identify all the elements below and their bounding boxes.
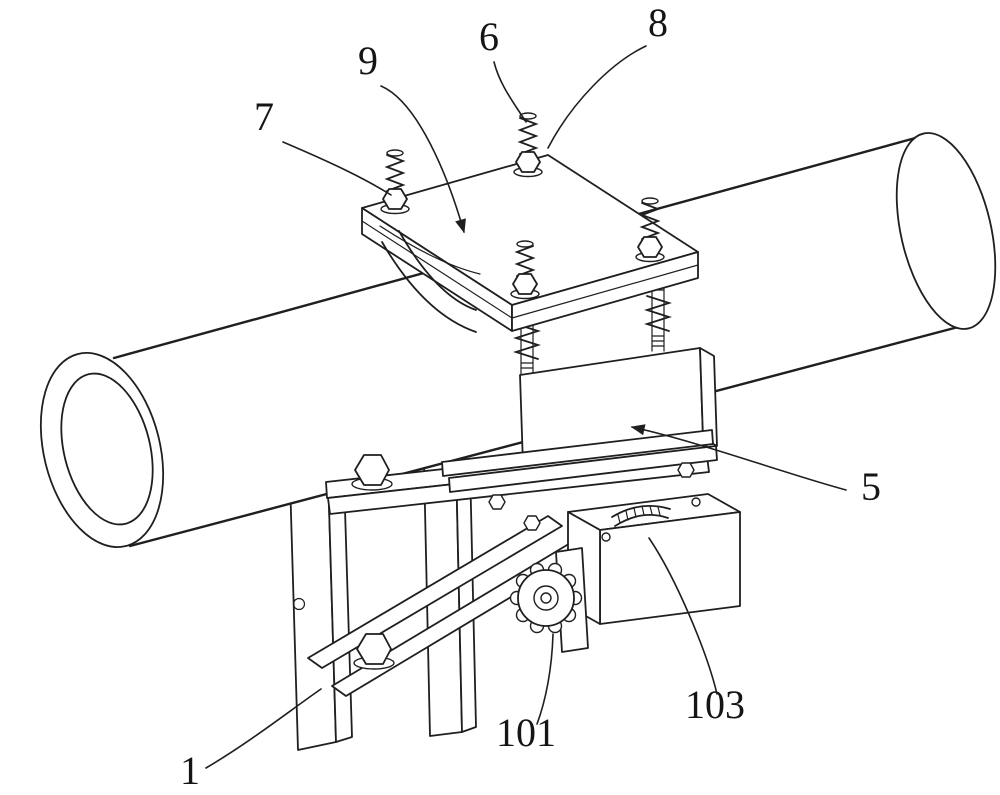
plate-mounting-hole <box>292 597 306 611</box>
adapter-plates <box>441 429 718 531</box>
top-plate-seams <box>361 220 699 319</box>
small-bolt-1 <box>488 494 506 510</box>
left-rod-spring <box>513 323 541 360</box>
leader-line-7 <box>282 141 392 196</box>
right-rod-spring <box>644 295 672 332</box>
saddle-arc-outer <box>381 241 477 333</box>
hex-bolt-1 <box>354 454 390 486</box>
worm-slot-arc-inner <box>614 514 669 527</box>
pipe-body <box>114 134 962 546</box>
hex-bolt-2 <box>356 633 392 665</box>
adapter-plate-2 <box>448 445 718 493</box>
diagonal-brace-upper <box>307 515 563 669</box>
pipe-left-end-bore <box>60 372 154 526</box>
bolt-b-spring-stud <box>517 117 539 155</box>
label-6: 6 <box>479 14 499 59</box>
bolt-d-spring-stud <box>514 245 536 277</box>
support-bracket-rear <box>289 459 587 751</box>
bolt-d-stud-cap <box>516 240 534 248</box>
leader-line-103 <box>648 537 718 695</box>
label-101: 101 <box>496 710 556 755</box>
knurled-knob <box>509 547 589 653</box>
bolt-a-spring-stud <box>384 154 406 192</box>
upper-clamp <box>361 154 699 333</box>
label-103: 103 <box>685 682 745 727</box>
worm-gear-hatching <box>617 505 661 524</box>
label-8: 8 <box>648 0 668 45</box>
label-9: 9 <box>358 38 378 83</box>
adjuster-box-front <box>599 511 741 625</box>
lower-clamp-side <box>699 347 718 447</box>
bolt-c-spring-stud <box>639 202 661 240</box>
pipe-right-end <box>895 132 997 330</box>
box-screw-2 <box>601 532 611 542</box>
bolt-c-stud-cap <box>641 197 659 205</box>
leader-line-1 <box>205 688 322 769</box>
adjuster-box <box>567 493 741 625</box>
leader-line-8 <box>547 45 647 149</box>
box-screw-1 <box>691 497 701 507</box>
part-labels: 8 6 9 7 5 1 101 103 <box>180 0 881 793</box>
small-bolt-2 <box>677 462 695 478</box>
knob-center <box>540 592 552 604</box>
bolt-d-hex-nut <box>512 273 538 295</box>
bolt-c-hex-nut <box>637 236 663 258</box>
label-1: 1 <box>180 748 200 793</box>
adapter-plate-1 <box>441 429 714 477</box>
top-plate-saddle-curve <box>379 225 481 275</box>
label-7: 7 <box>254 94 274 139</box>
saddle-arc-inner <box>398 230 477 311</box>
bolt-a-stud-cap <box>386 149 404 157</box>
leader-line-9 <box>380 85 466 234</box>
pipe <box>39 132 997 548</box>
label-5: 5 <box>861 464 881 509</box>
bolt-b-hex-nut <box>515 151 541 173</box>
leader-line-101 <box>536 633 554 725</box>
leader-line-5 <box>630 424 847 491</box>
worm-slot-arc-outer <box>611 505 671 518</box>
small-bolt-3 <box>523 515 541 531</box>
clamp-corner-bolts <box>380 112 665 300</box>
leader-line-6 <box>493 61 527 123</box>
